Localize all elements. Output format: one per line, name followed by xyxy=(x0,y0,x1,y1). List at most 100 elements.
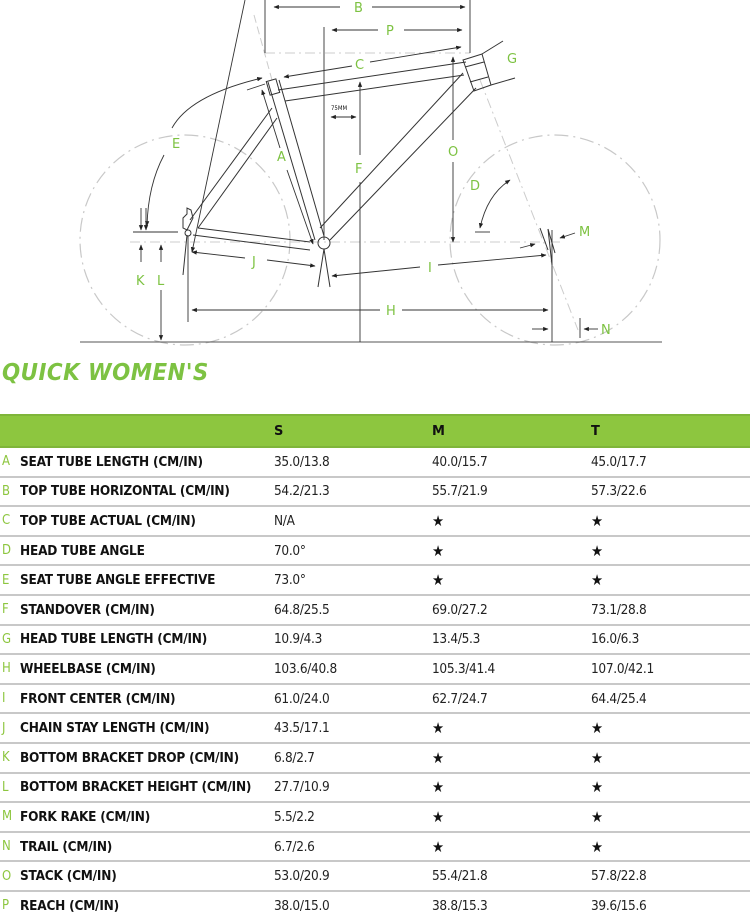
row-value-t: 45.0/17.7 xyxy=(591,453,647,470)
row-value-m: ★ xyxy=(432,748,444,767)
row-value-s: 61.0/24.0 xyxy=(274,690,330,707)
label-E: E xyxy=(172,137,180,152)
row-label: SEAT TUBE ANGLE EFFECTIVE xyxy=(20,572,216,589)
header-label xyxy=(20,414,274,448)
row-value-s: 53.0/20.9 xyxy=(274,868,330,885)
table-row: B TOP TUBE HORIZONTAL (CM/IN) 54.2/21.3 … xyxy=(0,477,750,507)
label-C: C xyxy=(355,58,364,73)
row-letter: D xyxy=(2,543,12,559)
row-value-m: 55.7/21.9 xyxy=(432,483,488,500)
bike-geometry-diagram: B P C G 75MM E A F O D M J I K L H N xyxy=(0,0,750,350)
row-value-m: 40.0/15.7 xyxy=(432,453,488,470)
table-row: I FRONT CENTER (CM/IN) 61.0/24.0 62.7/24… xyxy=(0,684,750,714)
row-label: HEAD TUBE LENGTH (CM/IN) xyxy=(20,631,208,648)
label-D: D xyxy=(470,179,480,194)
row-label: TOP TUBE HORIZONTAL (CM/IN) xyxy=(20,483,230,500)
label-O: O xyxy=(448,145,458,160)
row-value-m: ★ xyxy=(432,511,444,530)
table-row: H WHEELBASE (CM/IN) 103.6/40.8 105.3/41.… xyxy=(0,654,750,684)
row-value-m: 13.4/5.3 xyxy=(432,631,481,648)
header-letter xyxy=(0,414,20,448)
row-value-m: ★ xyxy=(432,719,444,738)
row-value-t: ★ xyxy=(591,778,603,797)
row-letter: A xyxy=(2,454,10,470)
dimension-lines xyxy=(133,0,598,342)
row-value-t: 57.8/22.8 xyxy=(591,868,647,885)
row-value-s: 6.8/2.7 xyxy=(274,749,315,766)
label-F: F xyxy=(355,162,362,177)
row-label: TRAIL (CM/IN) xyxy=(20,838,113,855)
table-row: E SEAT TUBE ANGLE EFFECTIVE 73.0° ★ ★ xyxy=(0,565,750,595)
row-value-m: 69.0/27.2 xyxy=(432,601,488,618)
row-letter: C xyxy=(2,513,11,529)
label-N: N xyxy=(601,323,611,338)
row-label: BOTTOM BRACKET HEIGHT (CM/IN) xyxy=(20,779,252,796)
row-value-t: 39.6/15.6 xyxy=(591,897,647,914)
table-row: J CHAIN STAY LENGTH (CM/IN) 43.5/17.1 ★ … xyxy=(0,713,750,743)
label-A: A xyxy=(277,150,286,165)
row-label: HEAD TUBE ANGLE xyxy=(20,542,145,559)
row-letter: N xyxy=(2,839,11,855)
row-value-s: 70.0° xyxy=(274,542,306,559)
row-value-s: 103.6/40.8 xyxy=(274,660,337,677)
row-value-m: ★ xyxy=(432,571,444,590)
row-value-s: N/A xyxy=(274,512,295,529)
label-H: H xyxy=(386,304,396,319)
row-value-s: 6.7/2.6 xyxy=(274,838,315,855)
row-label: SEAT TUBE LENGTH (CM/IN) xyxy=(20,453,203,470)
row-value-t: ★ xyxy=(591,837,603,856)
table-row: K BOTTOM BRACKET DROP (CM/IN) 6.8/2.7 ★ … xyxy=(0,743,750,773)
row-value-m: 38.8/15.3 xyxy=(432,897,488,914)
row-letter: B xyxy=(2,483,11,499)
row-value-m: 105.3/41.4 xyxy=(432,660,495,677)
row-value-m: 55.4/21.8 xyxy=(432,868,488,885)
row-label: STANDOVER (CM/IN) xyxy=(20,601,155,618)
label-M: M xyxy=(579,225,590,240)
table-row: C TOP TUBE ACTUAL (CM/IN) N/A ★ ★ xyxy=(0,506,750,536)
row-letter: I xyxy=(2,691,6,707)
row-letter: F xyxy=(2,602,9,618)
row-value-t: ★ xyxy=(591,807,603,826)
table-row: F STANDOVER (CM/IN) 64.8/25.5 69.0/27.2 … xyxy=(0,595,750,625)
row-value-s: 73.0° xyxy=(274,572,306,589)
row-value-s: 54.2/21.3 xyxy=(274,483,330,500)
row-label: BOTTOM BRACKET DROP (CM/IN) xyxy=(20,749,239,766)
row-value-m: ★ xyxy=(432,807,444,826)
row-value-m: ★ xyxy=(432,837,444,856)
label-I: I xyxy=(428,261,432,276)
table-row: M FORK RAKE (CM/IN) 5.5/2.2 ★ ★ xyxy=(0,802,750,832)
label-P: P xyxy=(386,24,394,39)
row-value-m: ★ xyxy=(432,778,444,797)
row-label: REACH (CM/IN) xyxy=(20,897,119,914)
row-letter: O xyxy=(2,868,12,884)
table-row: N TRAIL (CM/IN) 6.7/2.6 ★ ★ xyxy=(0,832,750,862)
header-size-m: M xyxy=(432,414,591,448)
row-value-s: 38.0/15.0 xyxy=(274,897,330,914)
model-title: QUICK WOMEN'S xyxy=(2,360,209,386)
row-value-s: 27.7/10.9 xyxy=(274,779,330,796)
label-J: J xyxy=(251,255,256,270)
table-row: L BOTTOM BRACKET HEIGHT (CM/IN) 27.7/10.… xyxy=(0,773,750,803)
row-label: TOP TUBE ACTUAL (CM/IN) xyxy=(20,512,196,529)
row-label: STACK (CM/IN) xyxy=(20,868,117,885)
row-label: FRONT CENTER (CM/IN) xyxy=(20,690,176,707)
row-value-s: 35.0/13.8 xyxy=(274,453,330,470)
label-K: K xyxy=(136,274,145,289)
row-letter: J xyxy=(2,720,6,736)
table-row: D HEAD TUBE ANGLE 70.0° ★ ★ xyxy=(0,536,750,566)
geometry-table: S M T A SEAT TUBE LENGTH (CM/IN) 35.0/13… xyxy=(0,414,750,915)
front-wheel xyxy=(449,134,661,346)
row-letter: P xyxy=(2,898,10,914)
row-value-t: ★ xyxy=(591,511,603,530)
row-value-t: ★ xyxy=(591,719,603,738)
row-letter: K xyxy=(2,750,10,766)
row-value-s: 10.9/4.3 xyxy=(274,631,323,648)
row-value-m: ★ xyxy=(432,541,444,560)
row-label: CHAIN STAY LENGTH (CM/IN) xyxy=(20,720,210,737)
row-letter: H xyxy=(2,661,11,677)
row-value-t: 16.0/6.3 xyxy=(591,631,640,648)
label-G: G xyxy=(507,52,517,67)
row-value-t: ★ xyxy=(591,748,603,767)
label-B: B xyxy=(354,1,363,16)
row-letter: L xyxy=(2,779,9,795)
